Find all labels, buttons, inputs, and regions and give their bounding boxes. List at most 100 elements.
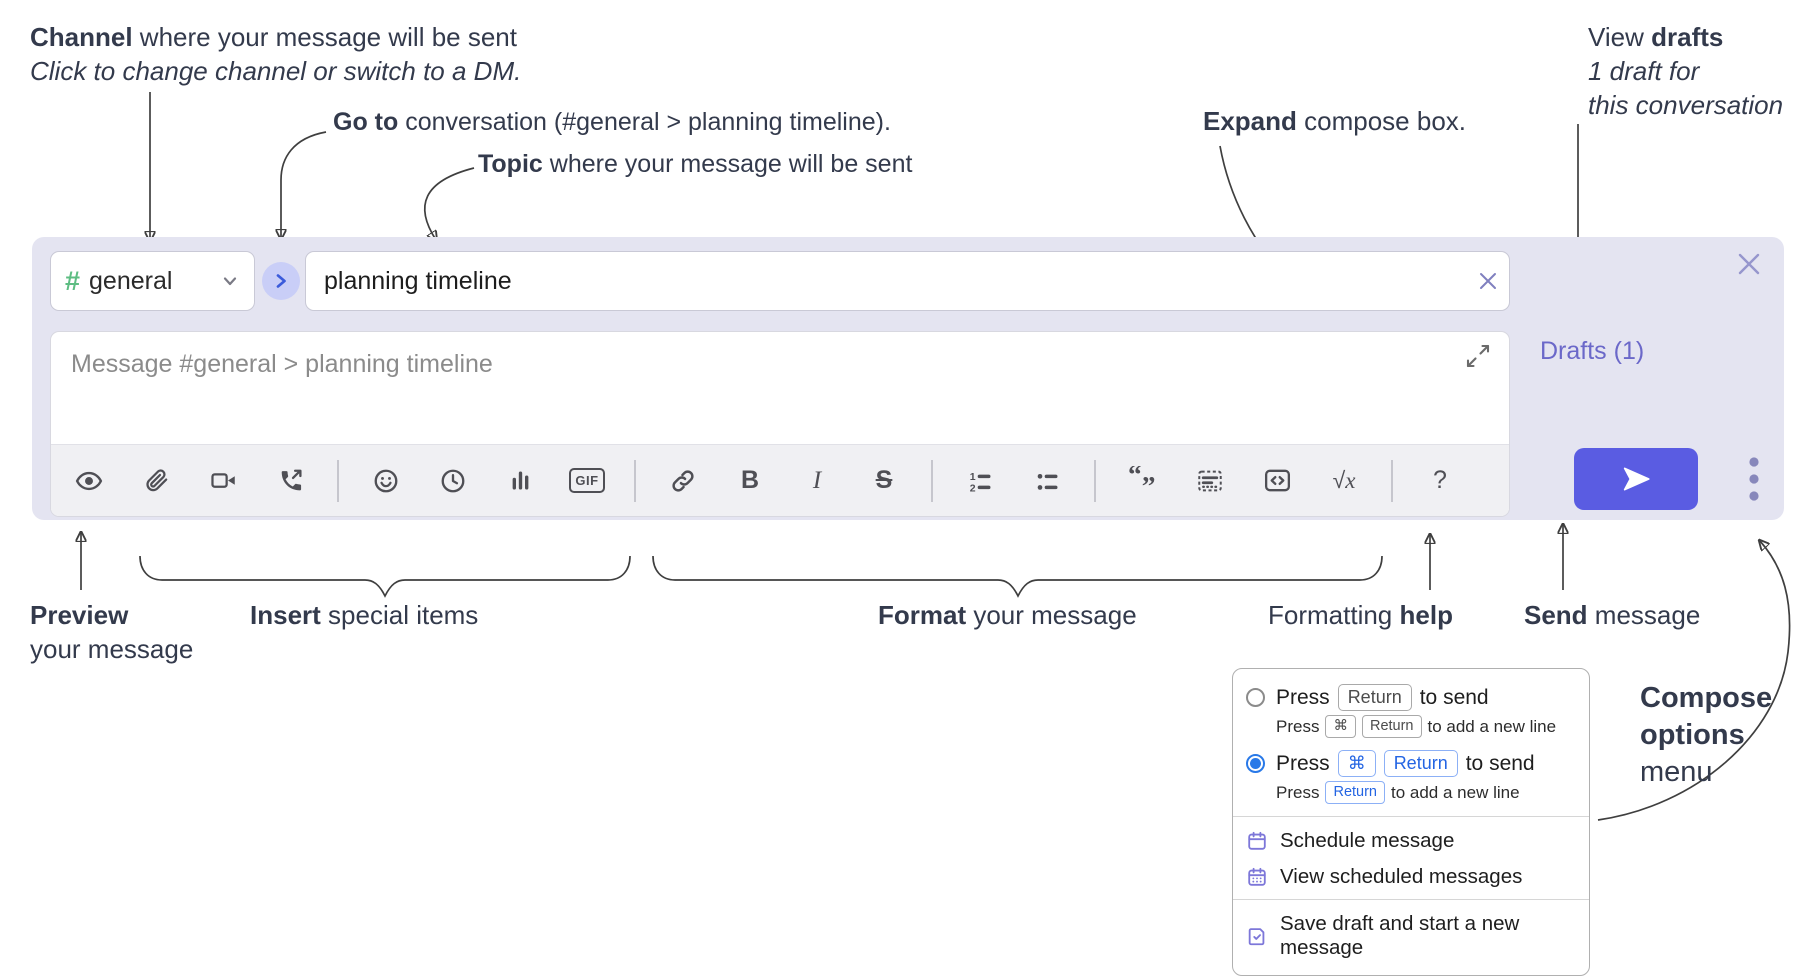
formatting-help-callout: Formatting help bbox=[1268, 598, 1453, 632]
help-callout-pre: Formatting bbox=[1268, 600, 1400, 630]
strikethrough-button[interactable]: S bbox=[864, 459, 904, 503]
preview-callout: Preview your message bbox=[30, 598, 193, 666]
enter-sends-option[interactable]: Press Return to send bbox=[1246, 680, 1576, 713]
goto-connector bbox=[281, 131, 327, 238]
clear-x-icon bbox=[1480, 273, 1496, 289]
toolbar-divider bbox=[634, 459, 636, 502]
video-call-button[interactable] bbox=[203, 459, 243, 503]
phone-outgoing-icon bbox=[281, 469, 302, 490]
math-button[interactable]: √x bbox=[1324, 459, 1364, 503]
calendar-grid-icon bbox=[1246, 866, 1268, 888]
drafts-link[interactable]: Drafts (1) bbox=[1540, 337, 1645, 365]
vertical-dots-icon bbox=[1749, 457, 1759, 501]
message-input[interactable]: Message #general > planning timeline bbox=[71, 350, 493, 378]
opt2-press: Press bbox=[1276, 751, 1330, 775]
view-scheduled-messages-label: View scheduled messages bbox=[1280, 865, 1523, 888]
expand-compose-button[interactable] bbox=[1463, 342, 1493, 372]
compose-options-line3: menu bbox=[1640, 756, 1713, 788]
close-icon bbox=[1738, 253, 1760, 275]
spoiler-button[interactable] bbox=[1190, 459, 1230, 503]
insert-callout-bold: Insert bbox=[250, 600, 321, 630]
opt2-sub-after: to add a new line bbox=[1391, 782, 1520, 802]
insert-callout-rest: special items bbox=[320, 600, 479, 630]
compose-options-button[interactable] bbox=[1732, 448, 1776, 510]
menu-divider bbox=[1233, 816, 1589, 817]
goto-conversation-button[interactable] bbox=[262, 262, 300, 300]
toolbar-divider bbox=[931, 459, 933, 502]
expand-callout-rest: compose box. bbox=[1296, 106, 1467, 136]
channel-selector[interactable]: # general bbox=[50, 251, 255, 311]
strikethrough-icon: S bbox=[875, 466, 893, 494]
drafts-callout-pre: View bbox=[1588, 22, 1652, 52]
quote-button[interactable]: “ ” bbox=[1123, 459, 1163, 503]
send-icon bbox=[1623, 467, 1650, 491]
cmd-key: ⌘ bbox=[1337, 750, 1376, 777]
topic-connector bbox=[423, 167, 475, 240]
send-button[interactable] bbox=[1574, 448, 1698, 510]
close-compose-button[interactable] bbox=[1732, 247, 1766, 281]
gif-icon: GIF bbox=[569, 468, 605, 493]
question-mark-icon: ? bbox=[1433, 466, 1447, 494]
video-camera-icon bbox=[210, 473, 235, 488]
numbered-list-button[interactable]: 1 2 bbox=[960, 459, 1000, 503]
attach-file-button[interactable] bbox=[136, 459, 176, 503]
schedule-message-item[interactable]: Schedule message bbox=[1233, 823, 1589, 859]
bulleted-list-icon bbox=[1037, 473, 1058, 490]
chevron-down-icon bbox=[220, 271, 240, 291]
link-button[interactable] bbox=[663, 459, 703, 503]
compose-options-line1: Compose bbox=[1640, 682, 1773, 714]
preview-callout-bold: Preview bbox=[30, 600, 129, 630]
opt2-sub-press: Press bbox=[1276, 782, 1320, 802]
sqrt-sign: √ bbox=[1332, 467, 1346, 493]
format-callout-rest: your message bbox=[966, 600, 1137, 630]
compose-options-callout: Compose options menu bbox=[1640, 680, 1772, 791]
channel-callout: Channel where your message will be sent … bbox=[30, 20, 521, 88]
emoji-button[interactable] bbox=[366, 459, 406, 503]
toolbar-divider bbox=[1094, 459, 1096, 502]
radio-selected-icon[interactable] bbox=[1246, 754, 1265, 773]
insert-callout: Insert special items bbox=[250, 598, 478, 632]
topic-input[interactable] bbox=[305, 251, 1510, 311]
poll-button[interactable] bbox=[500, 459, 540, 503]
math-sqrt-icon: √x bbox=[1333, 467, 1356, 494]
message-panel: Message #general > planning timeline bbox=[50, 331, 1510, 517]
bold-button[interactable]: B bbox=[730, 459, 770, 503]
formatting-help-button[interactable]: ? bbox=[1420, 459, 1460, 503]
topic-callout-rest: where your message will be sent bbox=[542, 150, 913, 178]
save-draft-item[interactable]: Save draft and start a new message bbox=[1233, 906, 1589, 966]
paperclip-icon bbox=[145, 469, 167, 492]
bulleted-list-button[interactable] bbox=[1027, 459, 1067, 503]
italic-button[interactable]: I bbox=[797, 459, 837, 503]
drafts-callout-line3: this conversation bbox=[1588, 90, 1784, 120]
code-button[interactable] bbox=[1257, 459, 1297, 503]
cmd-enter-sends-option[interactable]: Press ⌘ Return to send bbox=[1246, 746, 1576, 779]
view-scheduled-messages-item[interactable]: View scheduled messages bbox=[1233, 859, 1589, 895]
global-time-button[interactable] bbox=[433, 459, 473, 503]
quote-close-glyph: ” bbox=[1142, 469, 1156, 495]
cmd-key: ⌘ bbox=[1325, 715, 1356, 738]
gif-button[interactable]: GIF bbox=[567, 459, 607, 503]
radio-unselected-icon[interactable] bbox=[1246, 688, 1265, 707]
numbered-list-icon: 1 2 bbox=[970, 470, 991, 494]
ol-digit-1: 1 bbox=[970, 470, 976, 482]
topic-callout-bold: Topic bbox=[478, 150, 543, 178]
format-brace bbox=[652, 555, 1383, 598]
chevron-right-icon bbox=[276, 274, 286, 288]
cmd-enter-sends-subtext: Press Return to add a new line bbox=[1246, 779, 1576, 812]
code-icon bbox=[1264, 469, 1290, 492]
eye-icon bbox=[75, 471, 103, 490]
clear-topic-button[interactable] bbox=[1472, 265, 1504, 297]
toolbar-divider bbox=[337, 459, 339, 502]
quote-open-glyph: “ bbox=[1128, 466, 1142, 490]
return-key: Return bbox=[1361, 715, 1422, 738]
ol-digit-2: 2 bbox=[970, 482, 976, 494]
bold-icon: B bbox=[740, 466, 760, 494]
return-key: Return bbox=[1325, 781, 1385, 804]
preview-button[interactable] bbox=[69, 459, 109, 503]
channel-callout-bold: Channel bbox=[30, 22, 133, 52]
opt1-sub-press: Press bbox=[1276, 716, 1320, 736]
enter-sends-subtext: Press ⌘ Return to add a new line bbox=[1246, 713, 1576, 746]
calendar-icon bbox=[1246, 830, 1268, 852]
spoiler-icon bbox=[1198, 470, 1222, 491]
audio-call-button[interactable] bbox=[270, 459, 310, 503]
